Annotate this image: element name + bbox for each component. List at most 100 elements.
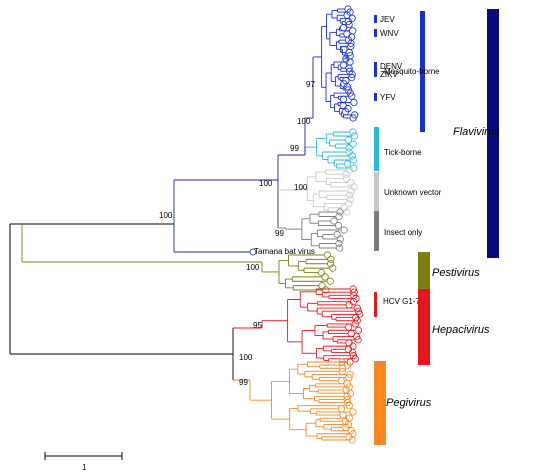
leaf-node <box>339 24 348 32</box>
bootstrap-mosq-tick: 99 <box>290 144 299 153</box>
virus-label-group: JEV WNV DENV ZIKV YFV <box>374 15 403 102</box>
leaf-node <box>336 235 344 243</box>
leaf-node <box>350 288 358 296</box>
leaf-node <box>349 348 357 357</box>
leaf-node <box>349 114 357 122</box>
leaf-node <box>350 164 358 172</box>
clade-insect-only <box>286 208 348 252</box>
leaf-node <box>318 282 326 290</box>
bootstrap-mosq-inner: 97 <box>306 80 315 89</box>
label-flavivirus: Flavivirus <box>453 126 500 138</box>
label-yfv: YFV <box>380 93 396 102</box>
leaf-node <box>336 208 344 216</box>
leaf-node <box>345 301 353 309</box>
leaf-node <box>340 226 348 234</box>
leaf-node <box>349 408 357 416</box>
label-insect-only: Insect only <box>384 228 422 237</box>
leaf-node <box>334 221 343 230</box>
leaf-node <box>345 200 353 208</box>
label-zikv: ZIKV <box>380 70 398 79</box>
leaf-node <box>342 170 350 178</box>
leaf-node <box>348 152 356 160</box>
leaf-node <box>345 20 353 29</box>
bootstrap-root-upper: 100 <box>159 211 173 220</box>
marker-denv-zikv <box>374 62 377 77</box>
leaf-node <box>337 405 346 413</box>
bar-insect-only <box>374 211 379 251</box>
leaf-node <box>339 364 347 372</box>
leaf-node <box>347 179 355 187</box>
clade-pestivirus <box>262 251 337 294</box>
leaf-node <box>345 339 353 347</box>
label-hepacivirus: Hepacivirus <box>432 324 490 336</box>
leaf-node <box>350 132 359 140</box>
leaf-node <box>354 307 363 315</box>
leaf-node <box>339 95 348 103</box>
leaf-node <box>350 98 358 107</box>
leaf-node <box>349 128 357 136</box>
clade-pegivirus <box>250 358 357 444</box>
leaf-node <box>353 333 361 341</box>
label-jev: JEV <box>380 15 395 24</box>
label-tick-borne: Tick-borne <box>384 148 422 157</box>
leaf-node <box>346 58 354 66</box>
bootstrap-pegi-node: 99 <box>239 378 248 387</box>
leaf-node <box>345 323 353 331</box>
leaf-node <box>329 264 337 272</box>
leaf-node <box>348 436 356 444</box>
leaf-node <box>343 208 351 216</box>
bootstrap-flavi-node: 100 <box>259 179 273 188</box>
leaf-node <box>348 92 356 100</box>
leaf-node <box>345 48 353 57</box>
leaf-node <box>353 304 361 312</box>
marker-jev <box>374 15 377 23</box>
scale-bar-label: 1 <box>82 463 87 472</box>
leaf-node <box>326 277 334 285</box>
leaf-node <box>345 64 353 72</box>
bar-flavivirus <box>487 9 499 258</box>
leaf-node <box>335 212 343 221</box>
bar-unknown-vector <box>374 172 379 211</box>
bootstrap-hepa-node: 95 <box>253 321 262 330</box>
leaf-node <box>349 27 357 35</box>
bootstrap-insect-node: 99 <box>275 229 284 238</box>
leaf-node <box>326 260 335 268</box>
label-tamana-bat-virus: Tamana bat virus <box>254 247 315 256</box>
bar-mosquito-borne <box>420 11 425 132</box>
bootstrap-mosq-node: 100 <box>297 117 311 126</box>
leaf-node <box>333 230 341 239</box>
leaf-node <box>344 345 353 353</box>
leaf-node <box>354 326 362 334</box>
label-pestivirus: Pestivirus <box>432 267 480 279</box>
leaf-node <box>323 251 331 259</box>
clade-tick-borne <box>305 128 359 172</box>
bootstrap-pesti-node: 100 <box>246 263 260 272</box>
label-unknown-vector: Unknown vector <box>384 188 442 197</box>
leaf-node <box>337 377 345 385</box>
leaf-node <box>343 160 352 168</box>
leaf-node <box>347 39 355 47</box>
scale-bar <box>44 452 123 460</box>
leaf-node <box>348 70 356 79</box>
bar-hepacivirus <box>418 289 430 365</box>
leaf-node <box>336 244 344 252</box>
leaf-node <box>346 191 354 199</box>
label-hcv: HCV G1-7 <box>383 297 420 306</box>
bar-hcv <box>374 292 377 317</box>
leaf-node <box>327 255 335 263</box>
leaf-node <box>342 174 350 182</box>
clade-hepacivirus <box>262 285 364 366</box>
leaf-node <box>344 136 353 144</box>
bar-tick-borne <box>374 127 379 171</box>
leaf-node <box>348 73 356 82</box>
leaf-node <box>317 268 326 277</box>
leaf-node <box>339 101 347 110</box>
leaf-node <box>349 140 357 148</box>
label-pegivirus: Pegivirus <box>386 397 432 409</box>
bootstrap-hepa-pegi: 100 <box>239 353 253 362</box>
label-mosquito-borne: Mosquito-borne <box>384 67 440 76</box>
leaf-node <box>344 17 352 26</box>
bar-pegivirus <box>374 361 386 445</box>
leaf-node <box>345 144 353 152</box>
